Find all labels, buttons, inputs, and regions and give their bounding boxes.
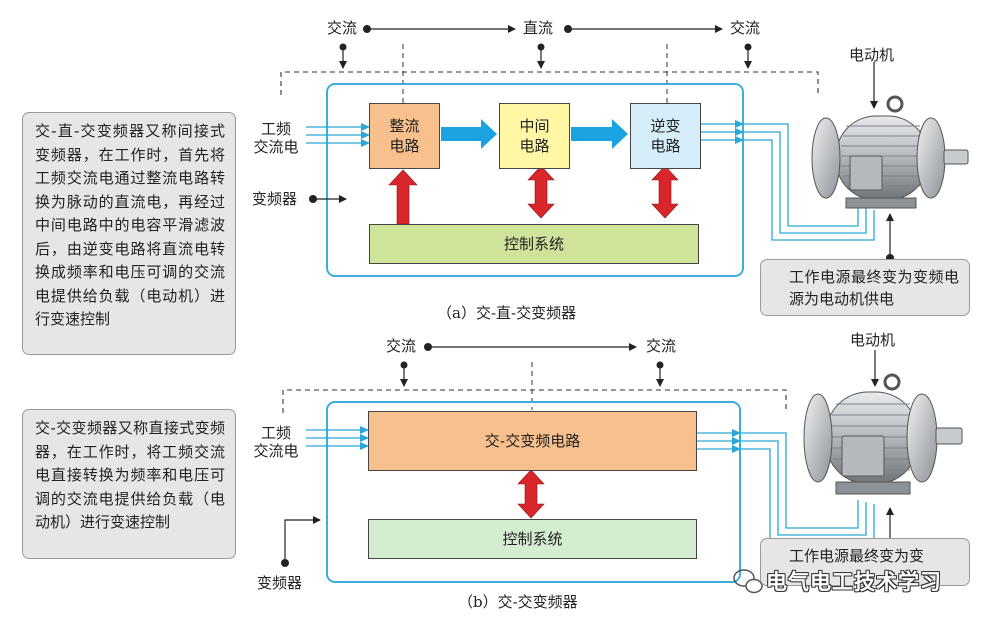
dashed-bracket: [282, 389, 787, 413]
intermediate-block: 中间 电路: [499, 103, 570, 169]
rectifier-block: 整流 电路: [369, 103, 440, 169]
label-converter-b: 变频器: [257, 574, 303, 592]
flow-dot: [363, 25, 371, 33]
control-system-block-b: 控制系统: [368, 519, 697, 559]
flow-arrow-mid-to-inv: [571, 119, 628, 149]
inverter-block: 逆变 电路: [630, 103, 701, 169]
label-motor-a: 电动机: [849, 46, 895, 64]
output-lines-a: [700, 120, 875, 241]
label-dc: 直流: [523, 19, 554, 37]
watermark-text: 电气电工技术学习: [766, 570, 942, 594]
label-ac-right-b: 交流: [646, 337, 677, 355]
control-arrow-rectifier: [388, 169, 418, 225]
control-arrow-ac-ac: [517, 469, 545, 519]
caption-a: （a）交-直-交变频器: [437, 304, 577, 322]
label-ac-left-a: 交流: [327, 19, 358, 37]
flow-dot: [564, 25, 572, 33]
caption-b: （b）交-交变频器: [458, 593, 578, 611]
label-ac-right-a: 交流: [730, 19, 761, 37]
output-note-b: 工作电源最终变为变: [760, 538, 970, 586]
dashed-bracket: [280, 71, 819, 95]
label-converter-a: 变频器: [252, 190, 298, 208]
diagram-a-graphics: [280, 25, 969, 277]
label-input-b: 工频 交流电: [253, 424, 299, 460]
side-note-b: 交-交变频器又称直接式变频器，在工作时，将工频交流电直接转换为频率和电压可调的交…: [22, 409, 236, 559]
diagram-b-graphics: [281, 343, 963, 583]
label-motor-b: 电动机: [850, 331, 896, 349]
output-note-a: 工作电源最终变为变频电源为电动机供电: [760, 259, 970, 316]
motor-icon: [811, 95, 969, 209]
label-ac-left-b: 交流: [386, 337, 417, 355]
label-input-a: 工频 交流电: [253, 120, 299, 156]
input-lines-b: [306, 426, 369, 450]
motor-icon: [803, 373, 963, 495]
flow-arrow-rect-to-mid: [441, 119, 497, 149]
control-arrow-inverter: [651, 165, 679, 219]
side-note-a: 交-直-交变频器又称间接式变频器，在工作时，首先将工频交流电通过整流电路转换为脉…: [22, 112, 236, 355]
converter-frame-b: [326, 401, 741, 583]
input-lines-a: [306, 123, 370, 147]
converter-frame-a: [326, 83, 744, 277]
wechat-icon: [733, 569, 763, 594]
ac-ac-circuit-block: 交-交变频电路: [368, 411, 697, 471]
control-system-block-a: 控制系统: [369, 224, 699, 264]
control-arrow-intermediate: [527, 165, 555, 219]
